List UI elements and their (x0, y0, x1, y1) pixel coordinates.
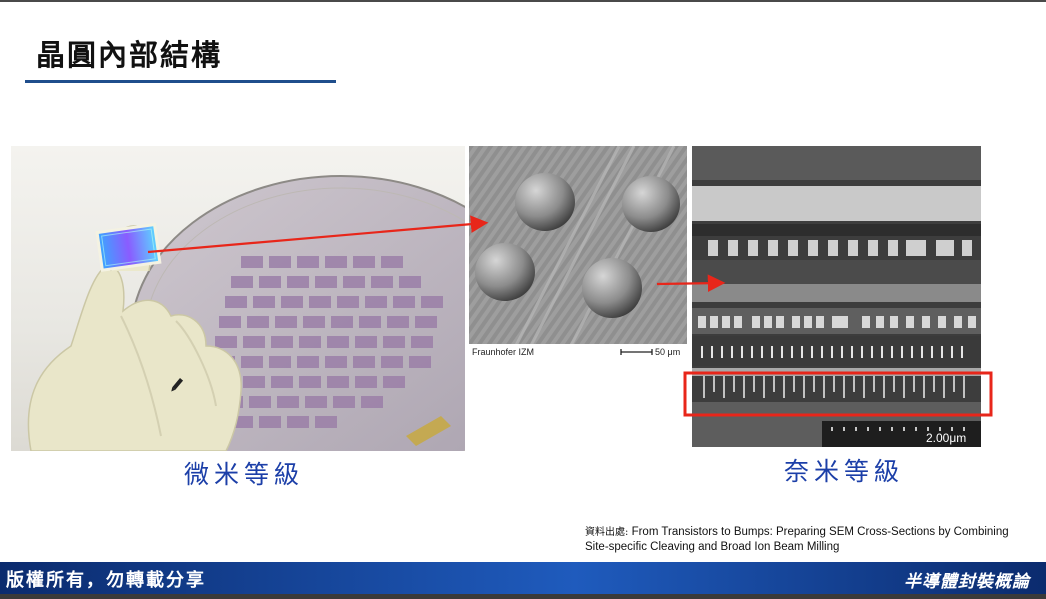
source-text-line1: From Transistors to Bumps: Preparing SEM… (631, 526, 1009, 538)
source-citation: 資料出處: From Transistors to Bumps: Prepari… (585, 525, 1040, 554)
caption-nano: 奈米等級 (784, 457, 905, 486)
footer-copyright: 版權所有，勿轉載分享 (6, 570, 206, 591)
solder-bumps-icon: Fraunhofer IZM 50 μm (469, 146, 687, 359)
bottom-strip (0, 594, 1046, 599)
sem-cross-scale: 2.00μm (926, 431, 966, 445)
wafer-photo (11, 146, 465, 451)
title-underline (25, 80, 336, 83)
top-border (0, 0, 1046, 2)
cross-section-icon: 2.00μm (692, 146, 981, 447)
source-label: 資料出處: (585, 527, 629, 538)
footer-course-title: 半導體封裝概論 (904, 572, 1030, 592)
sem-cross-section-image: 2.00μm (692, 146, 981, 447)
source-text-line2: Site-specific Cleaving and Broad Ion Bea… (585, 541, 840, 553)
wafer-in-hand-icon (27, 175, 465, 451)
slide-title: 晶圓內部結構 (36, 38, 223, 72)
sem-bumps-image: Fraunhofer IZM 50 μm (469, 146, 687, 359)
caption-micro: 微米等級 (184, 460, 305, 489)
sem-credit-label: Fraunhofer IZM (472, 347, 534, 357)
footer-bar: 版權所有，勿轉載分享 半導體封裝概論 (0, 562, 1046, 594)
sem-bumps-scale: 50 μm (655, 347, 680, 357)
